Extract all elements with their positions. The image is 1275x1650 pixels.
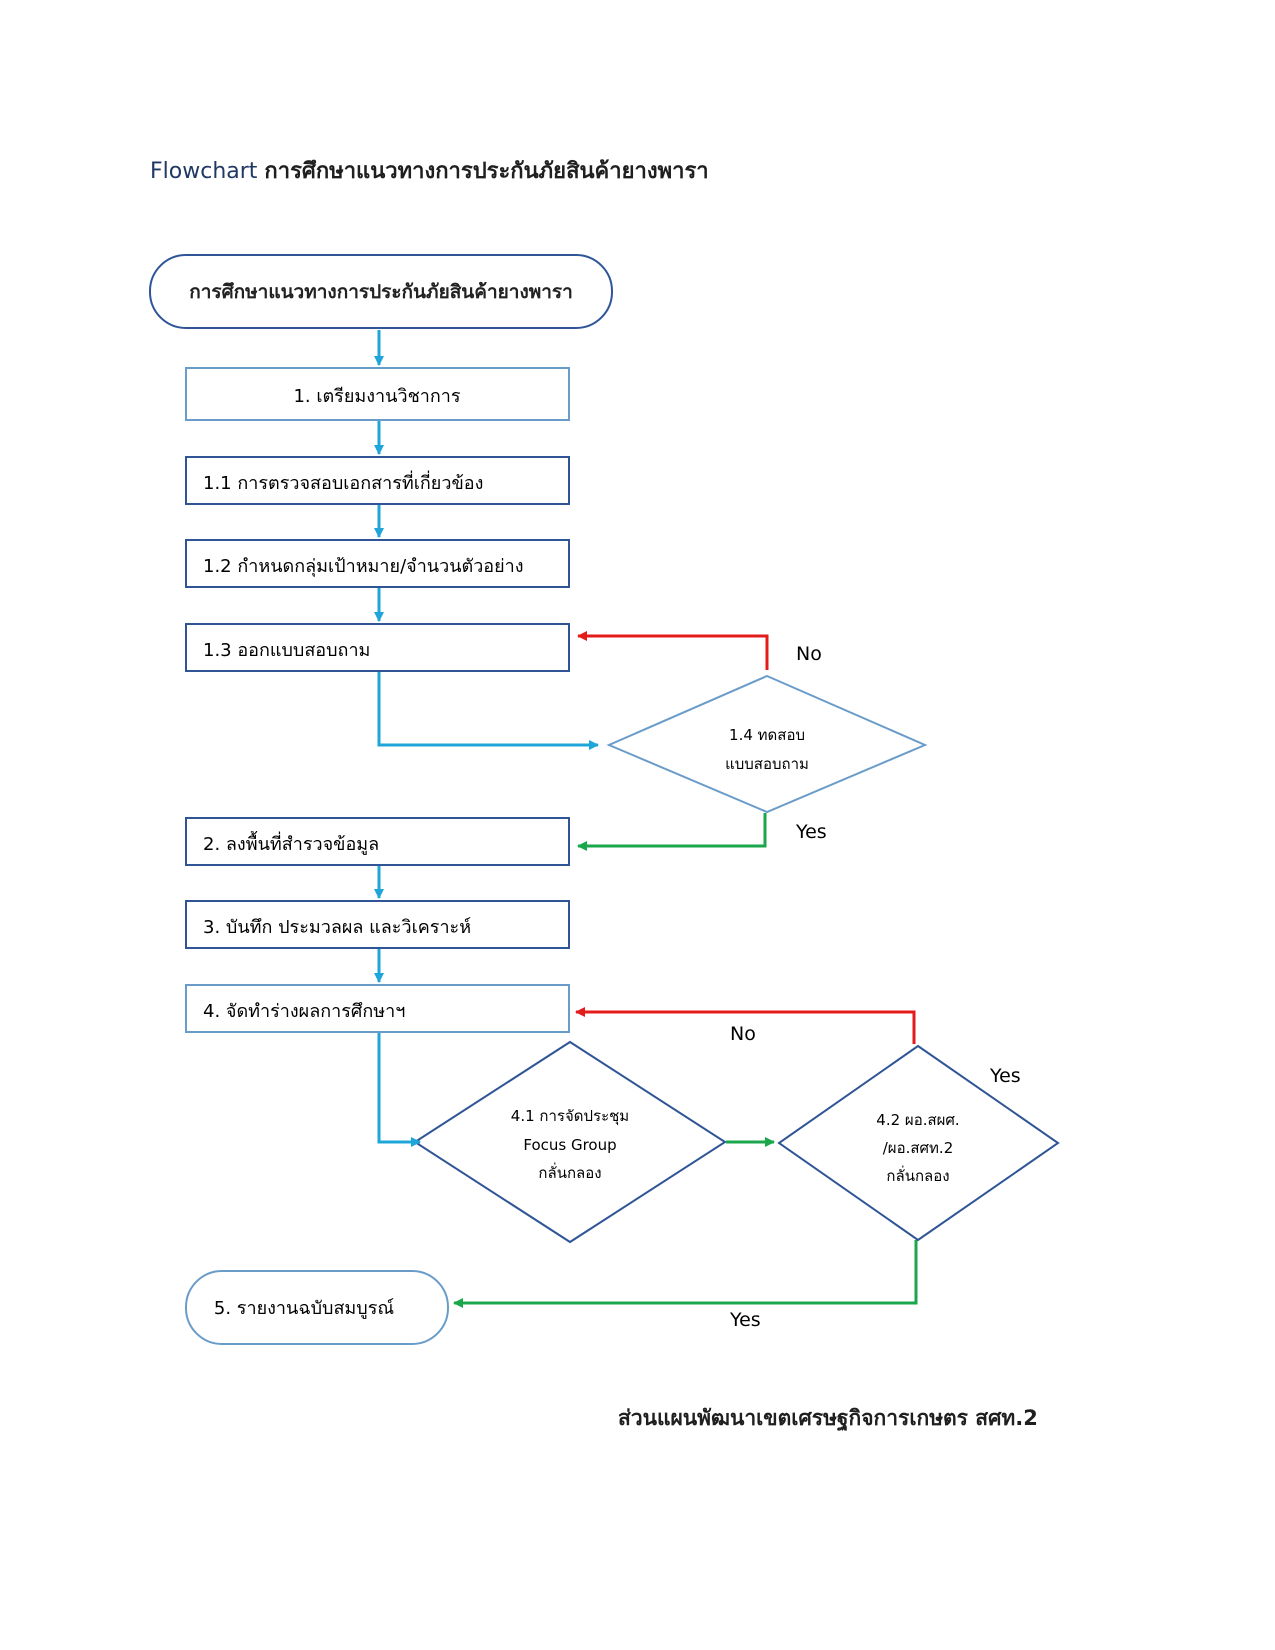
- page-title: Flowchart การศึกษาแนวทางการประกันภัยสินค…: [150, 153, 709, 188]
- step-1-1-box: [185, 456, 570, 505]
- start-label: การศึกษาแนวทางการประกันภัยสินค้ายางพารา: [189, 281, 573, 303]
- step-3-box: [185, 900, 570, 949]
- arrow-yes-1-4-to-2: [577, 813, 767, 851]
- arrow-step4-to-decision4-1: [377, 1033, 421, 1147]
- step-1-3-box: [185, 623, 570, 672]
- decision-4-1-line3: กลั่นกลอง: [538, 1162, 601, 1182]
- label-yes-3: Yes: [729, 1309, 761, 1331]
- step-1-2-label: 1.2 กำหนดกลุ่มเป้าหมาย/จำนวนตัวอย่าง: [203, 556, 524, 577]
- step-2-label: 2. ลงพื้นที่สำรวจข้อมูล: [203, 831, 379, 855]
- decision-4-2-line1: 4.2 ผอ.สผศ.: [876, 1111, 959, 1129]
- step-4-label: 4. จัดทำร่างผลการศึกษาฯ: [203, 1001, 405, 1022]
- step-1-2-box: [185, 539, 570, 588]
- decision-4-1-line1: 4.1 การจัดประชุม: [511, 1107, 629, 1126]
- label-yes-2: Yes: [989, 1065, 1021, 1087]
- label-yes-1: Yes: [795, 821, 827, 843]
- decision-4-2-line3: กลั่นกลอง: [886, 1165, 949, 1185]
- decision-4-2: [777, 1044, 1060, 1242]
- step-2-box: [185, 817, 570, 866]
- title-text: การศึกษาแนวทางการประกันภัยสินค้ายางพารา: [264, 159, 709, 184]
- start-terminator: [149, 254, 613, 329]
- arrow-yes-4-2-to-5: [453, 1240, 918, 1308]
- decision-4-1: [413, 1040, 727, 1244]
- step-1-label: 1. เตรียมงานวิชาการ: [293, 386, 460, 407]
- footer-office: ส่วนแผนพัฒนาเขตเศรษฐกิจการเกษตร สศท.2: [618, 1406, 1038, 1430]
- end-label: 5. รายงานฉบับสมบูรณ์: [214, 1298, 394, 1319]
- decision-4-1-line2: Focus Group: [523, 1136, 616, 1154]
- arrow-step1-3-to-decision1-4: [377, 672, 599, 750]
- arrow-no-1-4-to-1-3: [577, 631, 769, 670]
- arrow-no-4-2-to-4: [575, 1007, 916, 1044]
- decision-1-4-line2: แบบสอบถาม: [725, 755, 809, 773]
- step-1-3-label: 1.3 ออกแบบสอบถาม: [203, 640, 370, 661]
- end-terminator: [185, 1270, 449, 1345]
- label-no-2: No: [730, 1023, 756, 1045]
- label-no-1: No: [796, 643, 822, 665]
- step-3-label: 3. บันทึก ประมวลผล และวิเคราะห์: [203, 917, 471, 938]
- title-prefix: Flowchart: [150, 159, 258, 184]
- decision-1-4-line1: 1.4 ทดสอบ: [729, 726, 805, 744]
- step-4-box: [185, 984, 570, 1033]
- step-1-box: [185, 367, 570, 421]
- step-1-1-label: 1.1 การตรวจสอบเอกสารที่เกี่ยวข้อง: [203, 470, 483, 494]
- decision-4-2-line2: /ผอ.สศท.2: [883, 1139, 954, 1157]
- decision-1-4: [606, 674, 928, 814]
